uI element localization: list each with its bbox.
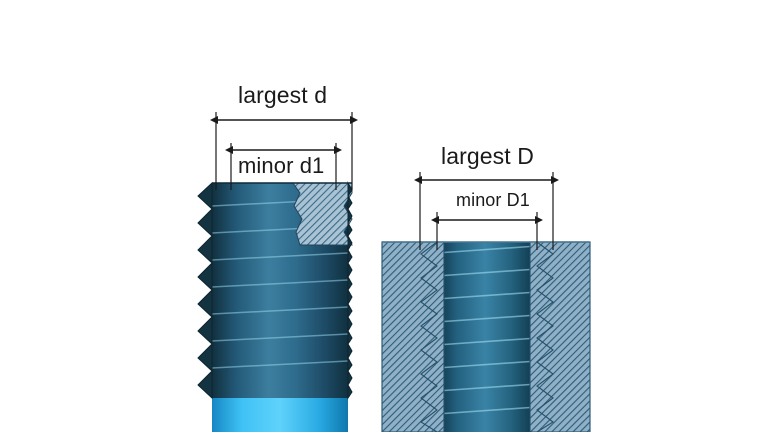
dimension-minor-d1	[225, 143, 342, 190]
screw-helix-highlights	[212, 198, 348, 369]
nut-helix-highlights	[436, 245, 538, 415]
label-minor-d1: minor d1	[238, 153, 325, 178]
nut-thread-right-teeth	[529, 241, 554, 432]
label-largest-d: largest d	[238, 82, 328, 108]
label-largest-D: largest D	[441, 143, 534, 169]
label-minor-D1: minor D1	[456, 190, 530, 210]
screw-thread-right-flank	[347, 181, 353, 400]
dimension-largest-D	[414, 172, 559, 250]
nut-thread-left-teeth	[420, 241, 445, 432]
dimension-minor-D1	[431, 212, 543, 250]
nut-bore	[437, 242, 537, 432]
screw-thread-left-flank	[197, 181, 213, 400]
screw-shank	[212, 396, 348, 432]
dimension-largest-d	[210, 112, 358, 190]
internal-thread-part	[381, 241, 591, 432]
external-thread-part	[197, 181, 353, 432]
screw-section-hatch	[292, 182, 353, 246]
